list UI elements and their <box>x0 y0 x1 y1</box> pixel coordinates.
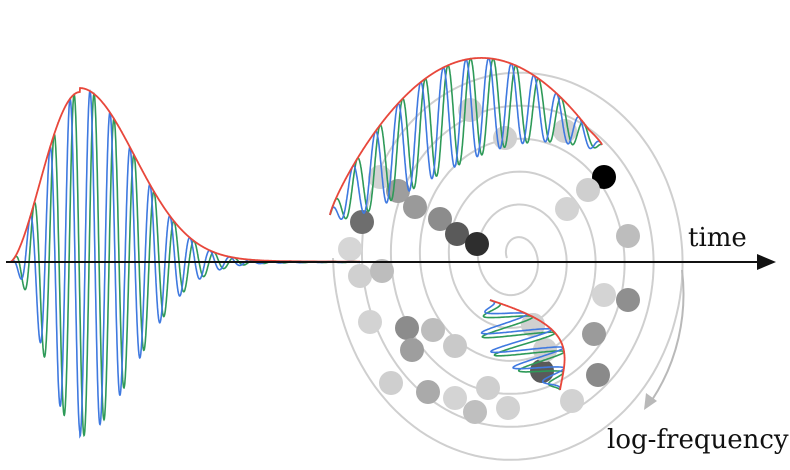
spectral-dot <box>403 195 427 219</box>
spectral-dot <box>463 400 487 424</box>
spectral-dot <box>586 363 610 387</box>
blue-waveform <box>9 89 360 439</box>
envelope-curve <box>9 87 360 263</box>
spiral-curve <box>332 71 684 461</box>
log-frequency-label: log-frequency <box>607 425 789 455</box>
spectral-dot <box>496 396 520 420</box>
spectral-dot <box>400 338 424 362</box>
spectral-dot <box>379 371 403 395</box>
log-frequency-arrow-arc <box>651 269 685 401</box>
spectral-dot <box>476 376 500 400</box>
spectral-dot <box>555 197 579 221</box>
spectral-dot <box>582 322 606 346</box>
spectral-dot <box>521 313 545 337</box>
log-frequency-spiral <box>332 71 684 461</box>
spectral-dot <box>576 178 600 202</box>
spiral-top-wave-packet <box>329 57 603 220</box>
time-axis-label: time <box>688 223 747 253</box>
envelope-curve <box>489 299 566 391</box>
log-frequency-arrow <box>644 269 685 410</box>
spectral-dot <box>465 232 489 256</box>
spectral-dot <box>358 310 382 334</box>
spectral-dot <box>421 318 445 342</box>
blue-waveform <box>480 299 565 391</box>
spectral-dot <box>348 264 372 288</box>
spectral-dot <box>592 165 616 189</box>
time-axis-arrowhead <box>757 254 776 270</box>
spectral-dot <box>445 222 469 246</box>
spectral-dot <box>443 334 467 358</box>
spectral-dot <box>443 386 467 410</box>
log-frequency-arrowhead <box>644 393 657 410</box>
spectral-dot <box>338 237 362 261</box>
waveforms <box>9 57 603 439</box>
spectral-dot <box>395 316 419 340</box>
spectral-dot <box>370 259 394 283</box>
green-waveform <box>329 57 603 220</box>
spectral-dot <box>533 338 557 362</box>
spiral-inner-wave-packet <box>480 299 566 391</box>
spectral-dot <box>616 224 640 248</box>
spectral-dot <box>616 288 640 312</box>
envelope-curve <box>329 57 603 216</box>
spectral-dot <box>428 207 452 231</box>
spectral-dot <box>592 283 616 307</box>
spectral-dot <box>350 210 374 234</box>
spectral-dot <box>416 380 440 404</box>
spectral-dots <box>338 98 640 424</box>
spectral-dot <box>560 389 584 413</box>
